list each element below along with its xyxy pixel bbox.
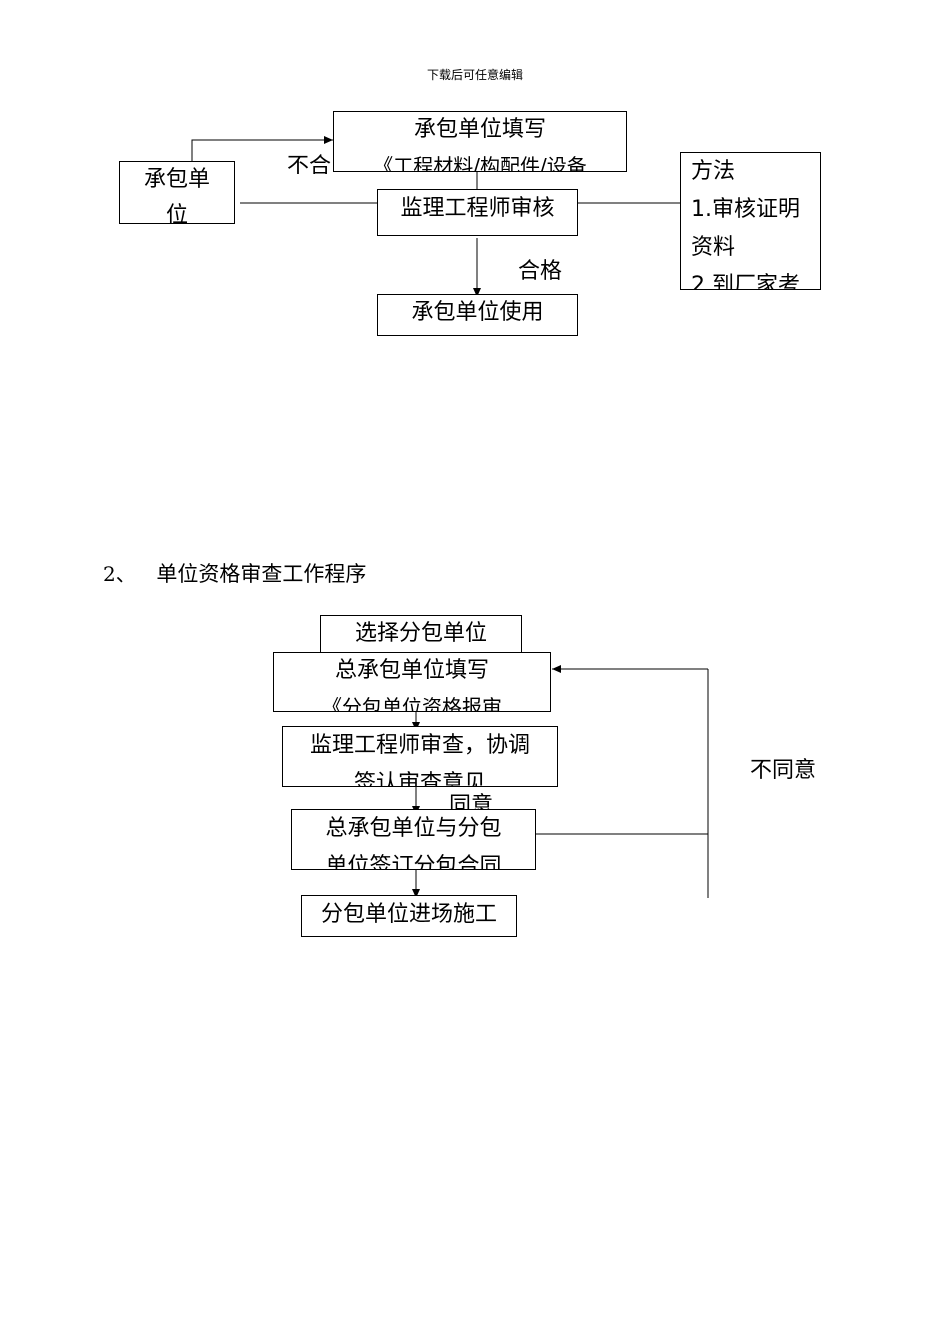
page-header: 下载后可任意编辑 — [426, 68, 523, 82]
fill-form-box: 承包单位填写 《工程材料/构配件/设备 — [333, 111, 627, 172]
subcontract-box: 总承包单位与分包 单位签订分包合同 — [291, 809, 536, 870]
supervisor-review-box: 监理工程师审查，协调 签认审查意见 — [282, 726, 558, 787]
section-number: 2、 — [103, 562, 136, 586]
review-box: 监理工程师审核 — [377, 189, 578, 236]
label-pass: 合格 — [518, 259, 563, 284]
contractor-box: 承包单 位 — [119, 161, 235, 224]
contractor-line2: 位 — [165, 203, 188, 224]
method-line1: 方法 — [691, 159, 736, 184]
supervisor-line2: 签认审查意见 — [353, 771, 486, 787]
method-box: 方法 1.审核证明 资料 2.到厂家考 — [680, 152, 821, 290]
general-fill-line1: 总承包单位填写 — [334, 658, 489, 683]
method-line2: 1.审核证明 — [691, 197, 800, 222]
select-subcontractor-box: 选择分包单位 — [320, 615, 522, 653]
method-line3: 资料 — [691, 235, 736, 260]
enter-site-box: 分包单位进场施工 — [301, 895, 517, 937]
label-fail: 不合 — [287, 154, 332, 174]
label-agree: 同意 — [449, 793, 494, 810]
review-text: 监理工程师审核 — [400, 196, 555, 221]
section-title: 单位资格审查工作程序 — [156, 562, 367, 586]
section-heading: 2、 单位资格审查工作程序 — [103, 558, 366, 588]
general-fill-line2: 《分包单位资格报审 — [322, 695, 502, 712]
fill-form-line2: 《工程材料/构配件/设备 — [373, 154, 587, 172]
use-text: 承包单位使用 — [411, 300, 544, 325]
use-box: 承包单位使用 — [377, 294, 578, 336]
contractor-line1: 承包单 — [143, 167, 210, 192]
supervisor-line1: 监理工程师审查，协调 — [309, 733, 530, 758]
fill-form-line1: 承包单位填写 — [413, 117, 546, 142]
subcontract-line2: 单位签订分包合同 — [325, 854, 502, 870]
method-line4: 2.到厂家考 — [691, 273, 800, 290]
general-fill-box: 总承包单位填写 《分包单位资格报审 — [273, 652, 551, 712]
label-disagree: 不同意 — [750, 758, 817, 783]
subcontract-line1: 总承包单位与分包 — [325, 816, 502, 841]
select-subcontractor-text: 选择分包单位 — [354, 621, 487, 646]
enter-site-text: 分包单位进场施工 — [320, 902, 497, 927]
